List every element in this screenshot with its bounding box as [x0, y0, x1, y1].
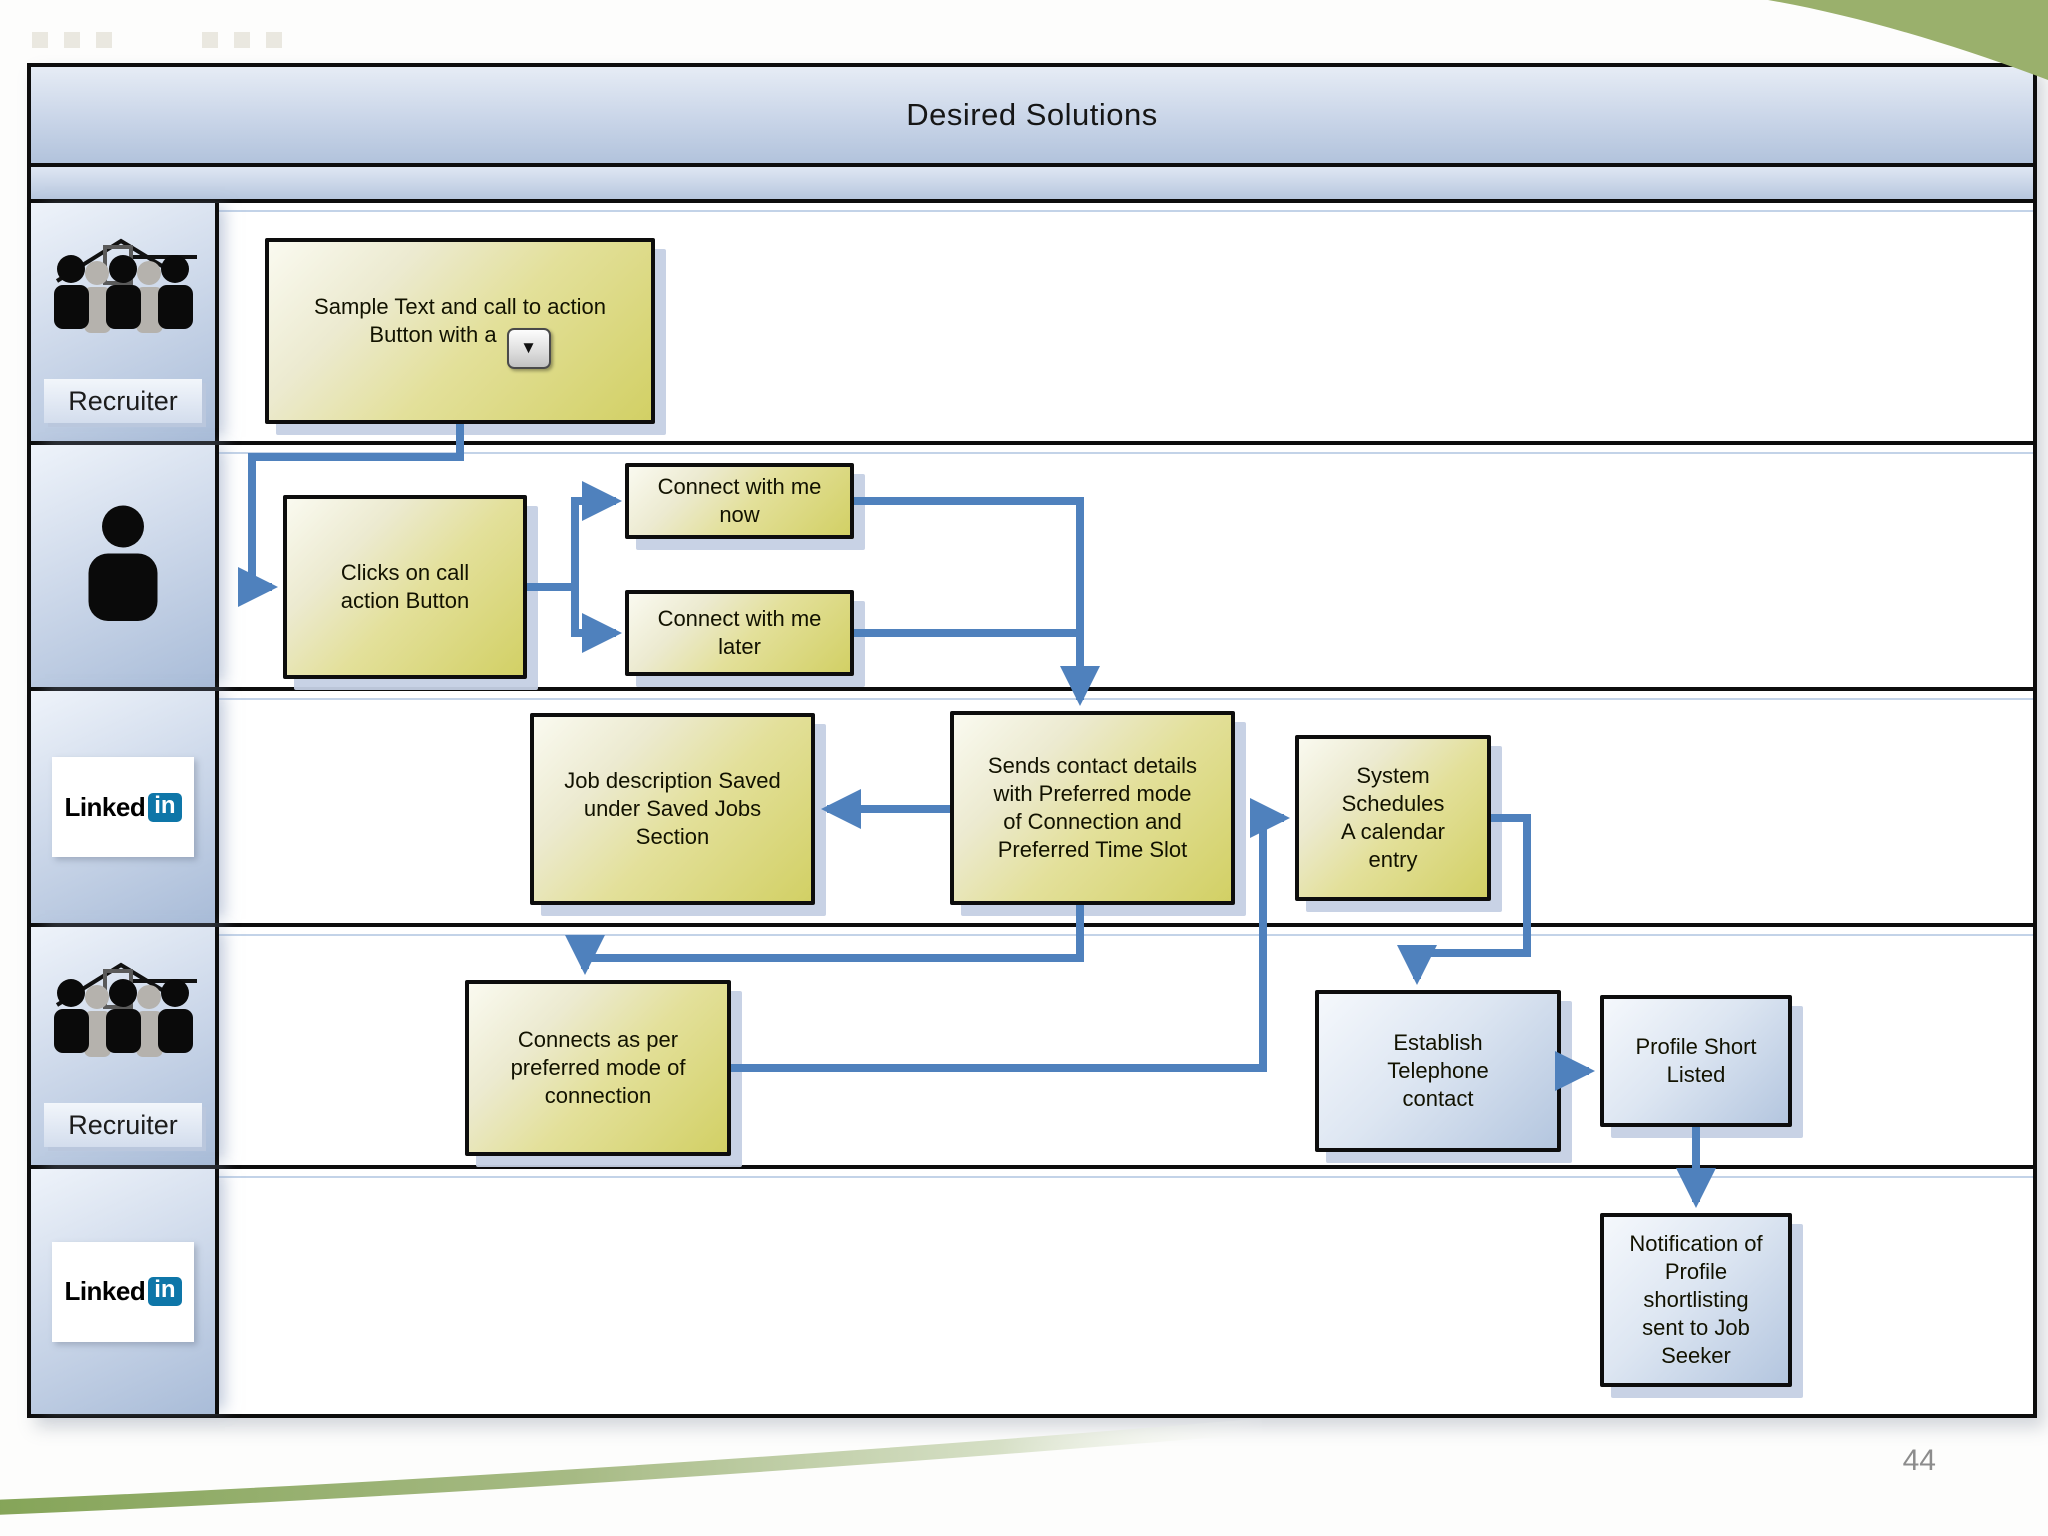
person-icon [78, 504, 168, 629]
deco-square [202, 32, 218, 48]
lane-label-text: Recruiter [43, 379, 203, 423]
node-text: Connect with me now [657, 473, 822, 527]
linkedin-logo-badge: in [148, 1277, 182, 1306]
lane-label-linkedin-2: Linked in [31, 1169, 219, 1414]
node-job-description-saved: Job description Saved under Saved Jobs S… [530, 713, 815, 905]
recruiter-group-icon [43, 229, 203, 346]
lane-label-job-seeker [31, 445, 219, 687]
node-connect-later: Connect with me later [625, 590, 854, 676]
node-text: Sends contact details with Preferred mod… [987, 752, 1198, 863]
node-clicks-call-action: Clicks on call action Button [283, 495, 527, 679]
dropdown-button-icon[interactable]: ▼ [506, 327, 551, 369]
deco-squares [32, 32, 282, 48]
node-profile-shortlisted: Profile Short Listed [1600, 995, 1792, 1127]
node-connects-preferred-mode: Connects as per preferred mode of connec… [465, 980, 731, 1156]
node-text: Establish Telephone contact [1387, 1029, 1489, 1112]
deco-square [234, 32, 250, 48]
dropdown-arrow-glyph: ▼ [520, 338, 537, 358]
node-text: System Schedules A calendar entry [1341, 762, 1445, 873]
page-number: 44 [1902, 1444, 1936, 1477]
node-system-schedules: System Schedules A calendar entry [1295, 735, 1491, 901]
node-text: Profile Short Listed [1635, 1033, 1757, 1087]
lane-label-recruiter-1: Recruiter [31, 203, 219, 441]
page-title: Desired Solutions [906, 97, 1158, 132]
node-text: Notification of Profile shortlisting sen… [1629, 1230, 1763, 1369]
node-notification-shortlisting: Notification of Profile shortlisting sen… [1600, 1213, 1792, 1387]
header-sub-band [31, 167, 2033, 203]
deco-square [64, 32, 80, 48]
lane-label-recruiter-2: Recruiter [31, 927, 219, 1165]
node-text: Sample Text and call to action Button wi… [314, 294, 606, 348]
diagram-title-bar: Desired Solutions [31, 67, 2033, 167]
node-sends-contact-details: Sends contact details with Preferred mod… [950, 711, 1235, 905]
node-establish-telephone: Establish Telephone contact [1315, 990, 1561, 1152]
node-connect-now: Connect with me now [625, 463, 854, 539]
lane-label-value: Recruiter [68, 1109, 178, 1140]
linkedin-logo-word: Linked [64, 791, 146, 822]
linkedin-logo-word: Linked [64, 1276, 146, 1306]
recruiter-group-icon [43, 953, 203, 1070]
linkedin-logo: Linked in [52, 757, 194, 857]
lane-label-linkedin-1: Linked in [31, 691, 219, 923]
node-text: Clicks on call action Button [340, 559, 470, 613]
deco-square [266, 32, 282, 48]
linkedin-logo: Linked in [52, 1241, 194, 1342]
deco-square [32, 32, 48, 48]
node-sample-text: Sample Text and call to action Button wi… [265, 238, 655, 424]
lane-label-text: Recruiter [43, 1103, 203, 1147]
node-text: Job description Saved under Saved Jobs S… [564, 767, 781, 850]
deco-square [96, 32, 112, 48]
linkedin-logo-badge: in [148, 792, 182, 822]
node-text: Connects as per preferred mode of connec… [510, 1026, 686, 1109]
node-text: Connect with me later [657, 605, 822, 659]
lane-label-value: Recruiter [68, 385, 178, 416]
